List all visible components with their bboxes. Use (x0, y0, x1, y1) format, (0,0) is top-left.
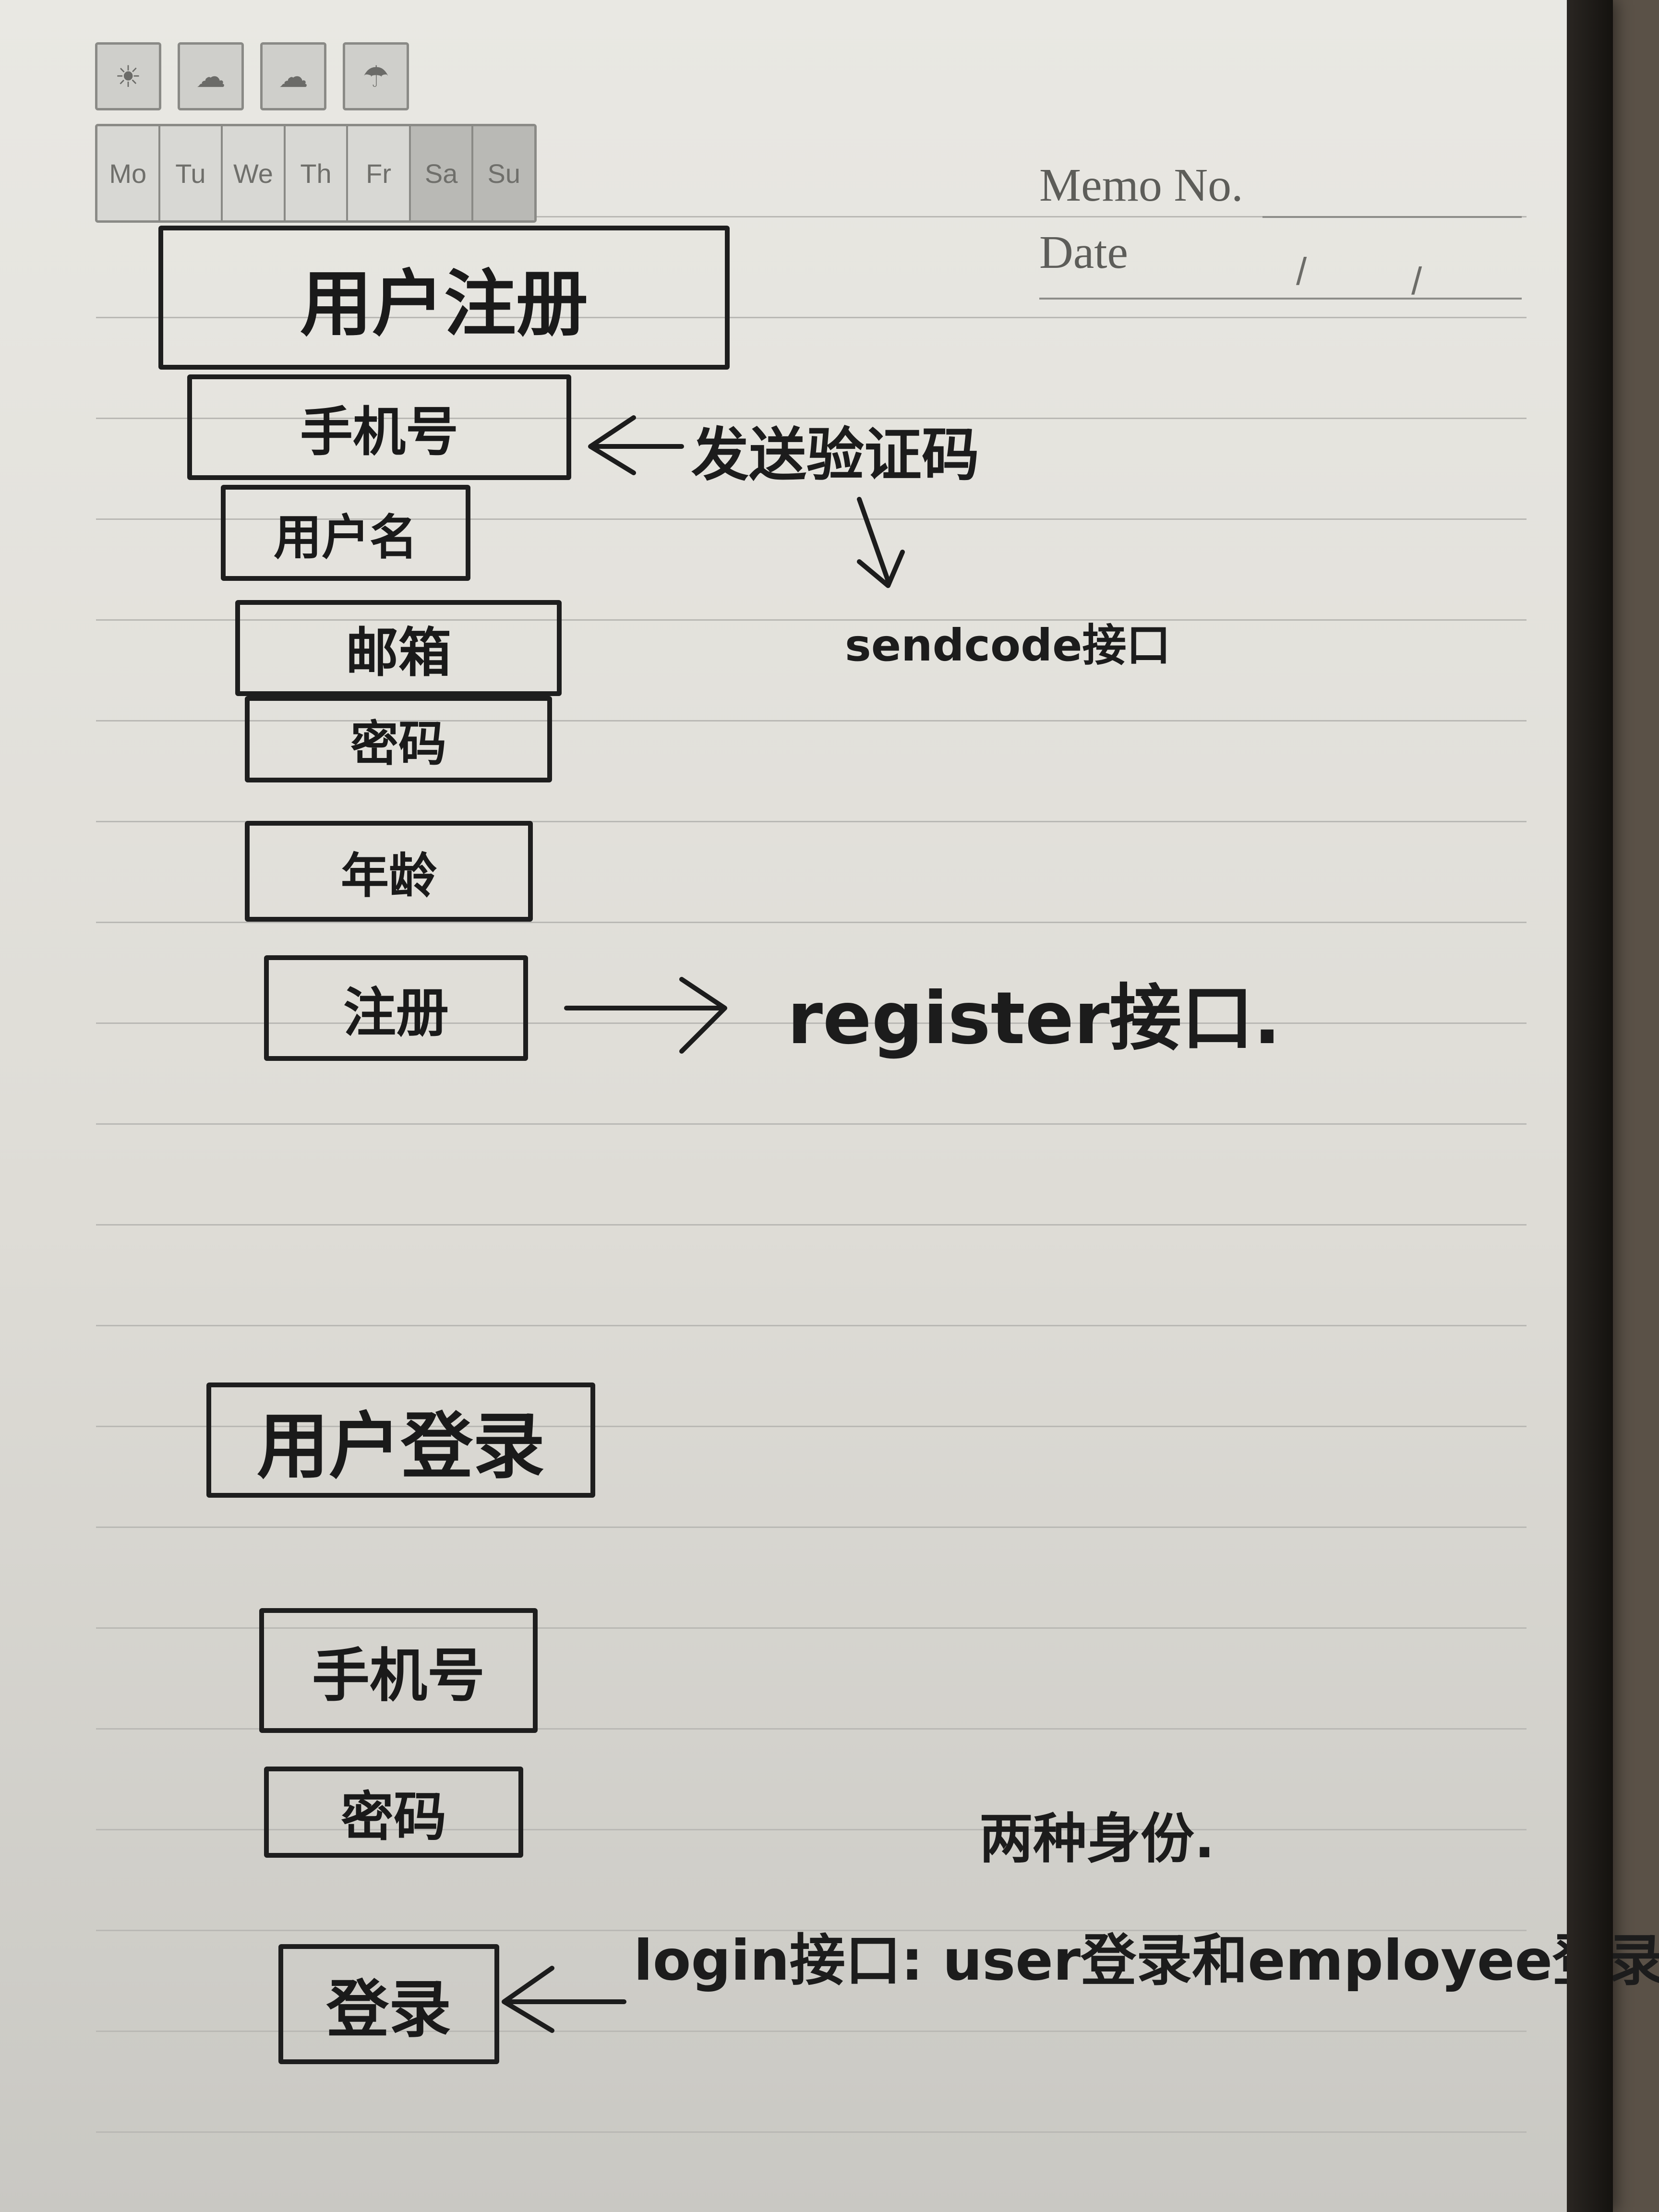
weekday-strip: Mo Tu We Th Fr Sa Su (95, 124, 537, 223)
notebook-edge (1567, 0, 1613, 2212)
rain-icon: ☂ (343, 42, 409, 110)
login-identity-note: 两种身份. (979, 1808, 1215, 1870)
rule-line (96, 1224, 1527, 1226)
rule-line (96, 1527, 1527, 1528)
date-line (1039, 298, 1522, 300)
login-password-field[interactable]: 密码 (264, 1767, 523, 1858)
rule-line (96, 1728, 1527, 1730)
rule-line (96, 1930, 1527, 1931)
overcast-icon: ☁ (260, 42, 326, 110)
register-button[interactable]: 注册 (264, 955, 528, 1061)
arrow-register-to-api (564, 977, 727, 1054)
rule-line (96, 216, 1527, 217)
weekday-fr: Fr (348, 126, 411, 220)
rule-line (96, 317, 1527, 318)
weekday-su: Su (473, 126, 535, 220)
cloudy-icon: ☁ (178, 42, 244, 110)
rule-line (96, 619, 1527, 621)
register-sendcode-api: sendcode接口 (845, 620, 1171, 671)
date-label: Date (1039, 227, 1128, 278)
date-separator: / (1296, 250, 1307, 293)
rule-line (96, 1426, 1527, 1427)
login-title-box: 用户登录 (206, 1382, 595, 1498)
date-separator: / (1411, 260, 1422, 302)
rule-line (96, 1123, 1527, 1125)
login-phone-field[interactable]: 手机号 (259, 1608, 538, 1733)
register-sendcode-annotation: 发送验证码 (691, 422, 979, 489)
memo-line (1262, 216, 1522, 218)
login-button[interactable]: 登录 (278, 1944, 499, 2064)
register-title-box: 用户注册 (158, 226, 730, 370)
register-password-field[interactable]: 密码 (245, 696, 552, 782)
sunny-icon: ☀ (95, 42, 161, 110)
rule-line (96, 2131, 1527, 2133)
arrow-sendcode-to-api (857, 497, 905, 588)
arrow-sendcode-to-phone (588, 415, 684, 475)
register-email-field[interactable]: 邮箱 (235, 600, 562, 696)
weekday-sa: Sa (410, 126, 474, 220)
login-api-annotation: login接口: user登录和employee登录. (634, 1928, 1659, 1993)
register-age-field[interactable]: 年龄 (245, 821, 533, 922)
memo-label: Memo No. (1039, 159, 1243, 211)
weekday-mo: Mo (97, 126, 160, 220)
rule-line (96, 1627, 1527, 1629)
weekday-tu: Tu (160, 126, 223, 220)
rule-line (96, 720, 1527, 721)
register-username-field[interactable]: 用户名 (221, 485, 470, 581)
rule-line (96, 1325, 1527, 1326)
rule-line (96, 1829, 1527, 1830)
weekday-th: Th (286, 126, 349, 220)
rule-line (96, 2031, 1527, 2032)
register-phone-field[interactable]: 手机号 (187, 374, 571, 480)
arrow-login-api-to-button (502, 1966, 626, 2033)
register-api-annotation: register接口. (787, 977, 1281, 1060)
rule-line (96, 1022, 1527, 1024)
rule-line (96, 518, 1527, 520)
connector-arrows (502, 415, 905, 2033)
rule-line (96, 922, 1527, 923)
rule-line (96, 821, 1527, 822)
rule-line (96, 418, 1527, 419)
weekday-we: We (223, 126, 286, 220)
